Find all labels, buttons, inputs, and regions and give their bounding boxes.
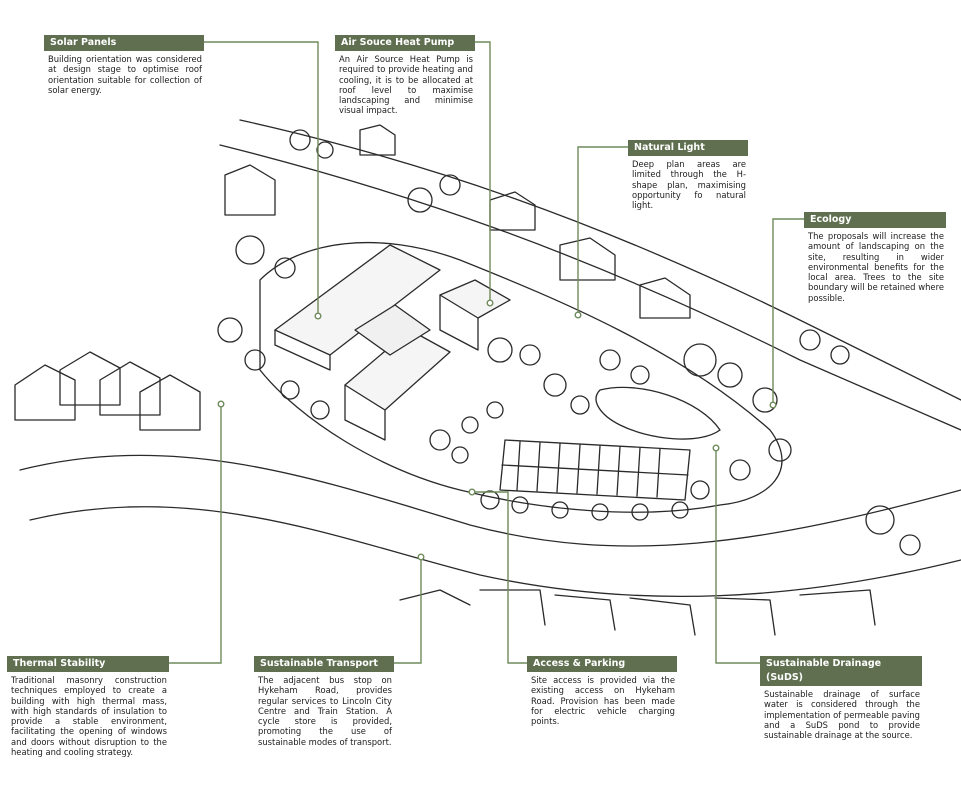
callout-thermal-stability: Thermal Stability Traditional masonry co… [7,656,169,757]
callout-sustainable-drainage: Sustainable Drainage (SuDS) Sustainable … [760,656,922,740]
callout-body: Sustainable drainage of surface water is… [764,689,920,741]
site-boundary [259,241,783,513]
suds-pond [595,386,721,440]
callout-body: Deep plan areas are limited through the … [632,159,746,211]
building-wing-south-side [344,384,386,441]
leader-ecology [772,218,808,405]
callout-title: Solar Panels [44,35,204,51]
leader-natural-light [577,146,634,315]
leader-sustainable-transport [394,557,422,664]
callout-title: Ecology [804,212,946,228]
callout-body: An Air Source Heat Pump is required to p… [339,54,473,116]
callout-sustainable-transport: Sustainable Transport The adjacent bus s… [254,656,394,747]
callout-body: Traditional masonry construction techniq… [11,675,167,758]
callout-title: Sustainable Transport [254,656,394,672]
road-top-edge-2 [219,144,961,431]
car-park [499,439,691,501]
callout-body: Building orientation was considered at d… [48,54,202,95]
leader-thermal-stability [168,404,222,664]
callout-ecology: Ecology The proposals will increase the … [804,212,946,303]
leader-air-source-heat-pump [474,41,491,303]
callout-access-parking: Access & Parking Site access is provided… [527,656,677,726]
road-edge-lower [29,506,961,598]
building-wing-east-side [439,294,479,351]
callout-natural-light: Natural Light Deep plan areas are limite… [628,140,748,210]
road-edge-upper [19,454,961,547]
leader-suds [715,448,760,664]
callout-body: The adjacent bus stop on Hykeham Road, p… [258,675,392,747]
leader-solar-panels [200,41,319,316]
callout-solar-panels: Solar Panels Building orientation was co… [44,35,204,95]
building-wing-east [439,279,511,319]
building-wing-north [274,244,441,356]
callout-title: Natural Light [628,140,748,156]
building-link [354,304,431,356]
building-wing-north-side [274,329,331,371]
callout-body: The proposals will increase the amount o… [808,231,944,303]
leader-access-parking [472,491,527,664]
callout-body: Site access is provided via the existing… [531,675,675,727]
road-top-edge-1 [239,119,961,401]
callout-air-source-heat-pump: Air Souce Heat Pump An Air Source Heat P… [335,35,475,116]
callout-title: Sustainable Drainage (SuDS) [760,656,922,686]
callout-title: Air Souce Heat Pump [335,35,475,51]
callout-title: Thermal Stability [7,656,169,672]
callout-title: Access & Parking [527,656,677,672]
car-park-divider [501,464,689,476]
